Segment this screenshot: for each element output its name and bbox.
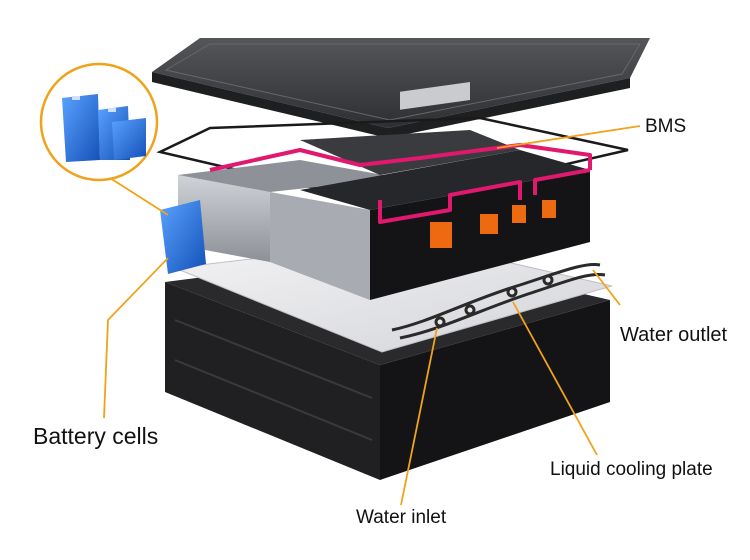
leader-line-liquid-cooling-plate (512, 301, 598, 456)
label-water-outlet: Water outlet (620, 324, 728, 346)
leader-line-bms (496, 125, 641, 149)
leader-line-battery-cells (103, 257, 169, 419)
leader-line-water-outlet (592, 269, 621, 306)
label-bms: BMS (645, 116, 687, 137)
battery-cells-inset (39, 62, 159, 182)
cooling-pipes (391, 262, 606, 340)
leader-lines (103, 125, 641, 506)
leader-line-battery-cells-inset (109, 177, 169, 216)
leader-line-water-inlet (400, 327, 438, 506)
loose-battery-cell (160, 200, 206, 274)
label-liquid-cooling-plate: Liquid cooling plate (550, 459, 713, 480)
label-battery-cells: Battery cells (33, 423, 159, 449)
hv-cabling (209, 143, 592, 224)
label-water-inlet: Water inlet (356, 507, 447, 528)
battery-modules (178, 81, 590, 300)
top-lid (152, 38, 650, 138)
